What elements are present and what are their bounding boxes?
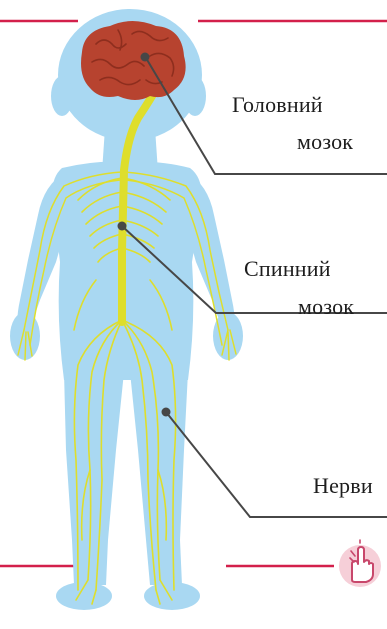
nerves-pointer-dot (162, 408, 171, 417)
nerves-leader-line (166, 412, 387, 517)
brain-label-line2: мозок (297, 129, 353, 155)
left-ear (51, 76, 73, 116)
child-body-silhouette (10, 9, 243, 610)
right-foot (144, 582, 200, 610)
spinal-label-line2: мозок (298, 294, 354, 320)
pointing-hand-icon[interactable] (339, 540, 381, 587)
brain-pointer-dot (141, 53, 150, 62)
spinal-label-line1: Спинний (244, 256, 331, 282)
brain-label-line1: Головний (232, 92, 323, 118)
left-leg (64, 372, 124, 585)
brain (81, 21, 186, 100)
right-ear (184, 76, 206, 116)
nerves-label: Нерви (313, 473, 373, 499)
spinal-pointer-dot (118, 222, 127, 231)
